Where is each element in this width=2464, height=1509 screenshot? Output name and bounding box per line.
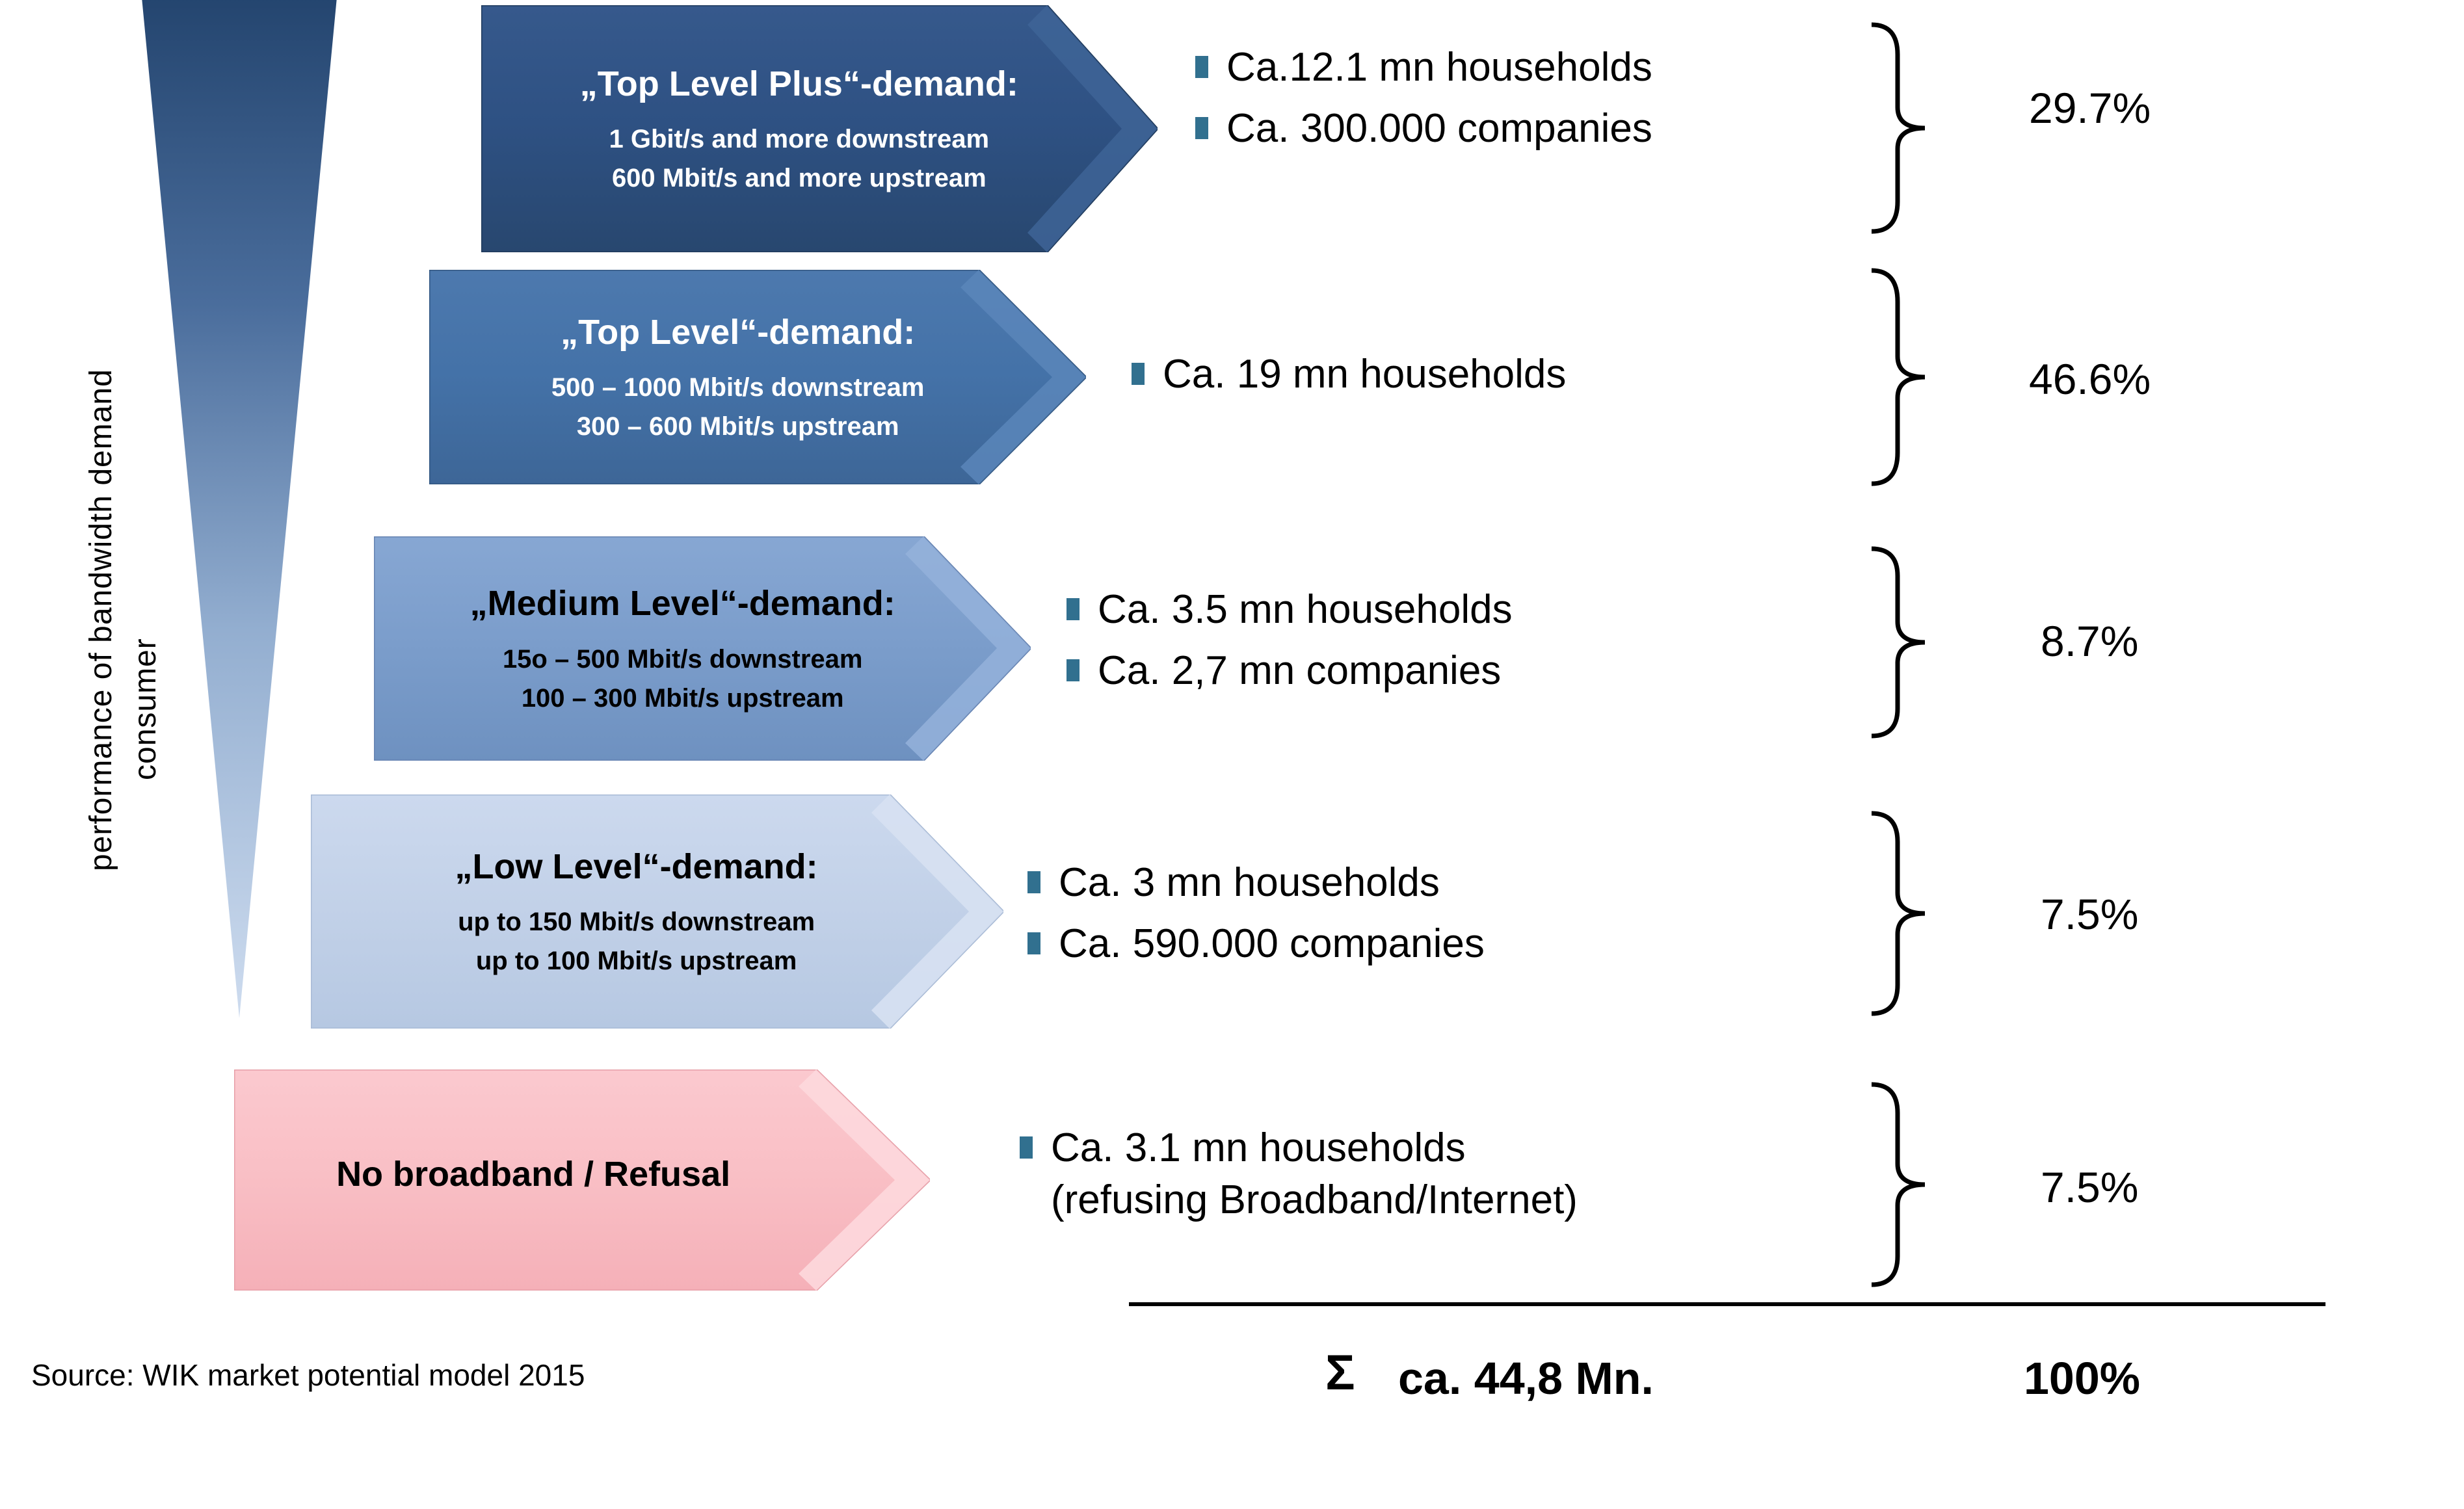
bullet-marker-icon bbox=[1020, 1136, 1033, 1159]
bullet-text: Ca. 2,7 mn companies bbox=[1098, 648, 1502, 693]
bullet-text: Ca. 300.000 companies bbox=[1226, 105, 1652, 151]
list-item: Ca. 590.000 companies bbox=[1027, 919, 1485, 969]
list-item: Ca. 19 mn households bbox=[1132, 350, 1566, 399]
bullet-marker-icon bbox=[1195, 116, 1208, 139]
chevron-top-level[interactable]: „Top Level“-demand: 500 – 1000 Mbit/s do… bbox=[429, 270, 1086, 484]
bullet-list-no-broadband: Ca. 3.1 mn households (refusing Broadban… bbox=[1020, 1123, 1578, 1236]
bandwidth-gradient-triangle bbox=[142, 0, 337, 1018]
axis-label-primary: performance of bandwidth demand bbox=[84, 369, 118, 871]
list-item: Ca. 3 mn households bbox=[1027, 858, 1485, 908]
bullet-marker-icon bbox=[1027, 932, 1040, 954]
list-item: Ca. 3.5 mn households bbox=[1066, 585, 1513, 635]
source-note: Source: WIK market potential model 2015 bbox=[31, 1358, 585, 1392]
percent-no-broadband: 7.5% bbox=[2041, 1163, 2139, 1211]
brace-medium-level bbox=[1860, 545, 1931, 740]
total-divider bbox=[1129, 1302, 2325, 1306]
bullet-list-top-level: Ca. 19 mn households bbox=[1132, 350, 1566, 411]
sum-sigma-icon: Σ bbox=[1325, 1345, 1355, 1400]
sum-total-value: ca. 44,8 Mn. bbox=[1398, 1353, 1654, 1404]
bullet-marker-icon bbox=[1027, 871, 1040, 893]
sum-total-percent: 100% bbox=[2024, 1353, 2141, 1404]
bullet-marker-icon bbox=[1195, 56, 1208, 78]
percent-top-level: 46.6% bbox=[2029, 355, 2151, 403]
list-item: Ca. 3.1 mn households bbox=[1020, 1123, 1578, 1173]
brace-no-broadband bbox=[1860, 1081, 1931, 1289]
bullet-text: (refusing Broadband/Internet) bbox=[1051, 1177, 1578, 1222]
bullet-marker-icon bbox=[1132, 363, 1145, 385]
percent-medium-level: 8.7% bbox=[2041, 617, 2139, 665]
bullet-text: Ca. 3.1 mn households bbox=[1051, 1125, 1466, 1170]
bullet-text: Ca. 19 mn households bbox=[1163, 352, 1567, 397]
chevron-low-level[interactable]: „Low Level“-demand: up to 150 Mbit/s dow… bbox=[311, 794, 1003, 1029]
chevron-no-broadband[interactable]: No broadband / Refusal bbox=[234, 1069, 930, 1291]
chevron-medium-level[interactable]: „Medium Level“-demand: 15o – 500 Mbit/s … bbox=[374, 536, 1031, 761]
list-item: Ca.12.1 mn households bbox=[1195, 43, 1652, 92]
bullet-text: Ca. 590.000 companies bbox=[1059, 921, 1485, 966]
list-item: (refusing Broadband/Internet) bbox=[1020, 1175, 1578, 1225]
brace-top-level bbox=[1860, 267, 1931, 488]
percent-low-level: 7.5% bbox=[2041, 890, 2139, 938]
list-item: Ca. 2,7 mn companies bbox=[1066, 646, 1513, 696]
bullet-text: Ca. 3 mn households bbox=[1059, 860, 1440, 905]
bullet-marker-icon bbox=[1066, 598, 1080, 620]
list-item: Ca. 300.000 companies bbox=[1195, 104, 1652, 153]
bullet-marker-icon bbox=[1066, 659, 1080, 681]
bullet-text: Ca.12.1 mn households bbox=[1226, 45, 1652, 90]
percent-top-level-plus: 29.7% bbox=[2029, 84, 2151, 132]
bullet-list-top-level-plus: Ca.12.1 mn households Ca. 300.000 compan… bbox=[1195, 43, 1652, 164]
bullet-text: Ca. 3.5 mn households bbox=[1098, 587, 1513, 632]
bullet-list-medium-level: Ca. 3.5 mn households Ca. 2,7 mn compani… bbox=[1066, 585, 1513, 707]
bullet-list-low-level: Ca. 3 mn households Ca. 590.000 companie… bbox=[1027, 858, 1485, 980]
brace-top-level-plus bbox=[1860, 21, 1931, 235]
chevron-top-level-plus[interactable]: „Top Level Plus“-demand: 1 Gbit/s and mo… bbox=[481, 5, 1158, 252]
brace-low-level bbox=[1860, 809, 1931, 1017]
